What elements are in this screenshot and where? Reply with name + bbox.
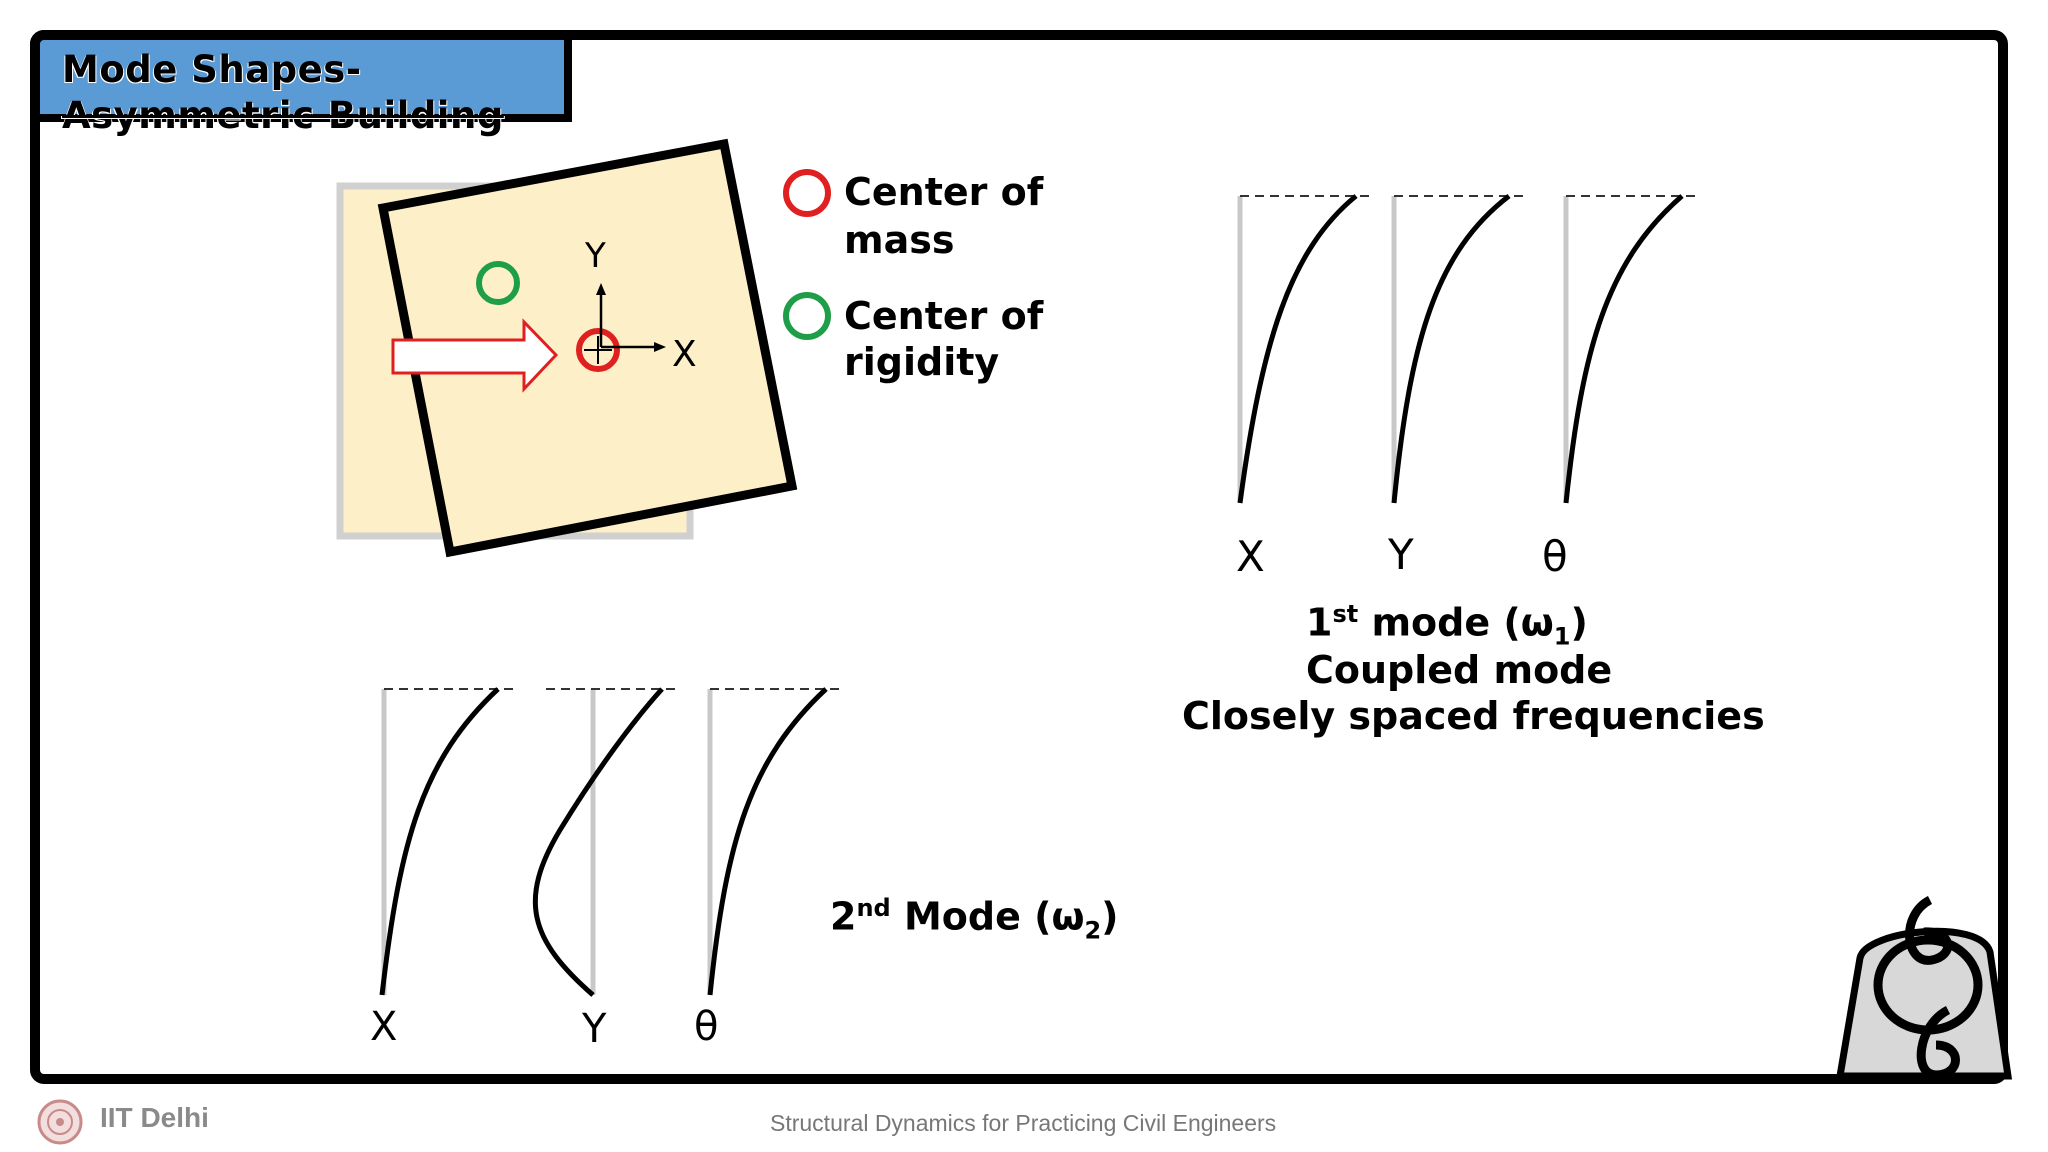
y-axis-arrowhead (596, 283, 606, 295)
legend-mass-icon (783, 169, 831, 217)
mode2-label-x: X (370, 1004, 398, 1050)
page-title-line2: Asymmetric Building (62, 94, 504, 137)
mode2-y-curve (532, 687, 664, 997)
mode1-label-y: Y (1388, 530, 1414, 579)
title-banner (30, 30, 572, 122)
plan-x-label: X (672, 334, 697, 375)
mode2-shapes (379, 687, 840, 997)
center-of-rigidity-marker (476, 261, 520, 305)
legend-mass-line1: Center of (844, 170, 1044, 214)
page-title-line1: Mode Shapes- (62, 48, 362, 91)
mode2-theta-curve (707, 687, 828, 996)
mode1-shapes (1237, 194, 1696, 504)
mode1-frequencies-text: Closely spaced frequencies (1182, 694, 1765, 738)
mode1-x-curve (1237, 194, 1358, 504)
mode1-coupled-text: Coupled mode (1306, 648, 1613, 692)
legend-rigidity-line2: rigidity (844, 340, 1000, 384)
footer-course-title: Structural Dynamics for Practicing Civil… (770, 1110, 1277, 1136)
mode1-label-x: X (1236, 532, 1265, 581)
legend-mass-line2: mass (844, 218, 955, 262)
legend-rigidity-line1: Center of (844, 294, 1044, 338)
center-of-mass-marker (576, 328, 620, 372)
rotated-floor (377, 138, 798, 558)
mode2-label-y: Y (582, 1006, 607, 1052)
mode2-caption: 2nd Mode (ω2) (830, 894, 1119, 945)
mode1-label-theta: θ (1542, 532, 1568, 581)
mode1-y-curve (1391, 194, 1511, 504)
legend-rigidity-icon (783, 292, 831, 340)
load-arrow (391, 318, 559, 393)
plan-view (336, 138, 798, 558)
mode1-theta-curve (1563, 194, 1684, 504)
plan-y-label: Y (585, 236, 606, 276)
x-axis-arrowhead (654, 342, 666, 352)
mascot-icon (1835, 895, 2013, 1080)
mode1-caption: 1st mode (ω1) (1306, 600, 1588, 651)
mode2-label-theta: θ (694, 1004, 719, 1050)
mode2-x-curve (379, 687, 500, 996)
footer-institute: IIT Delhi (100, 1102, 209, 1133)
institute-logo-icon (37, 1099, 83, 1145)
